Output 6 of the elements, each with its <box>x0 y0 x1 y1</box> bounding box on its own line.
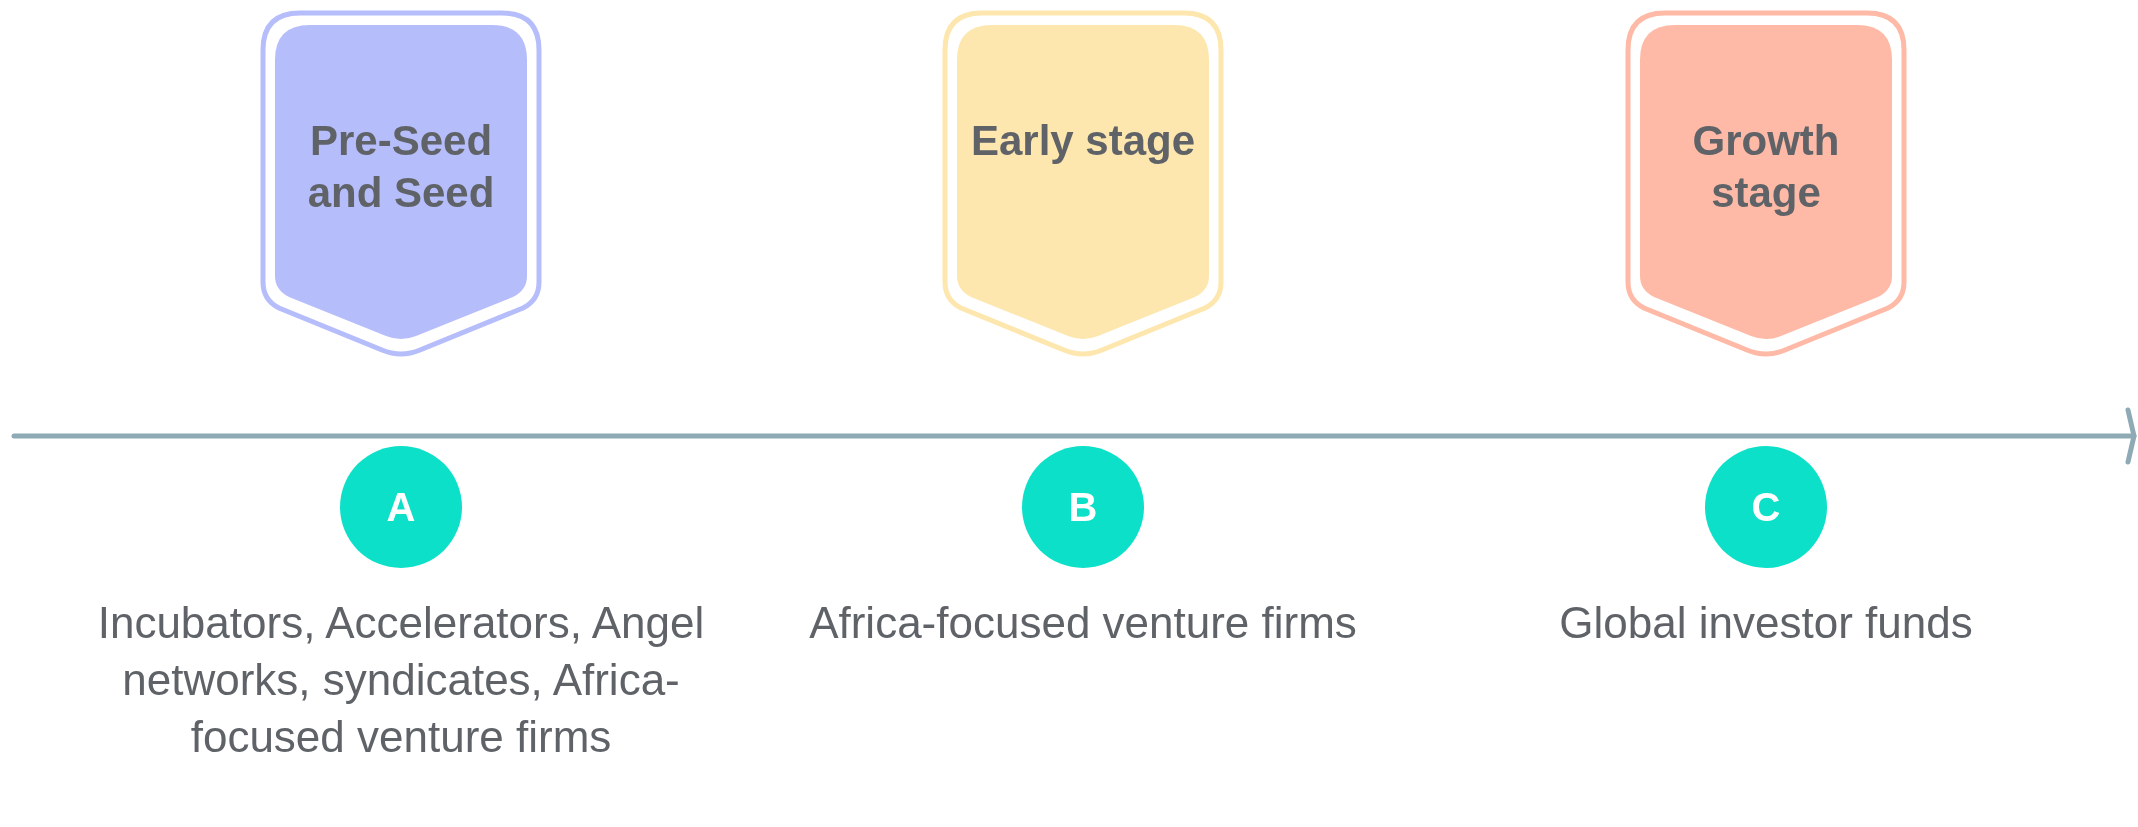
stage-title: Growth stage <box>1691 116 1841 218</box>
investor-description: Incubators, Accelerators, Angel networks, syndicates, Africa-focused venture firms <box>96 597 706 763</box>
investor-description: Global investor funds <box>1558 597 1974 649</box>
stage-title: Early stage <box>970 116 1196 166</box>
stage-title: Pre-Seed and Seed <box>306 116 496 218</box>
investor-description: Africa-focused venture firms <box>808 597 1358 649</box>
